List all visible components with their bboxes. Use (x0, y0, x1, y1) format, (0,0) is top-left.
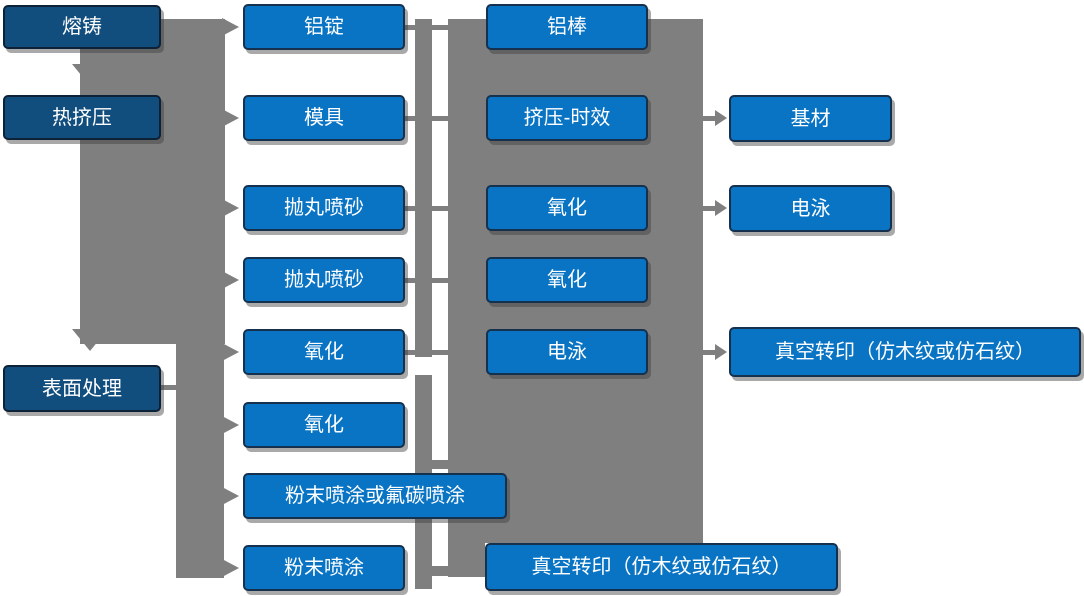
arrow-right-icon (715, 110, 727, 126)
connector-row3-stub (405, 206, 450, 211)
arrow-down-icon (72, 329, 108, 351)
connector-row4-stub (405, 278, 450, 283)
connector-surface-treatment-stub (161, 385, 177, 390)
connector-row2-stub (405, 116, 450, 121)
node-mold: 模具 (243, 95, 405, 141)
node-hot-extrusion: 热挤压 (3, 95, 161, 140)
connector-main-block-foot (448, 543, 485, 577)
node-vacuum-transfer-print-2: 真空转印（仿木纹或仿石纹） (729, 327, 1081, 377)
node-label: 真空转印（仿木纹或仿石纹） (531, 556, 792, 578)
arrow-right-icon (222, 559, 239, 577)
node-label: 电泳 (547, 341, 587, 363)
node-oxidation-4: 氧化 (486, 257, 648, 303)
node-label: 表面处理 (42, 377, 122, 400)
connector-lower-bar-stub (432, 460, 448, 469)
node-shot-blasting-1: 抛丸喷砂 (243, 185, 405, 231)
node-powder-or-fluorocarbon-coating: 粉末喷涂或氟碳喷涂 (243, 473, 507, 519)
node-melting-casting: 熔铸 (3, 5, 161, 49)
node-label: 模具 (304, 107, 344, 129)
arrow-right-icon (222, 18, 239, 36)
node-oxidation-1: 氧化 (243, 329, 405, 375)
node-vacuum-transfer-print-1: 真空转印（仿木纹或仿石纹） (485, 543, 838, 591)
arrow-right-icon (222, 199, 239, 217)
arrow-right-icon (715, 344, 727, 360)
node-label: 氧化 (547, 197, 587, 219)
node-electrophoresis-1: 电泳 (486, 329, 648, 375)
arrow-line (703, 206, 716, 211)
node-label: 铝棒 (547, 16, 587, 38)
arrow-right-icon (715, 200, 727, 216)
node-powder-coating: 粉末喷涂 (243, 545, 405, 591)
connector-bottom-stub (432, 566, 448, 576)
arrow-right-icon (222, 109, 239, 127)
node-surface-treatment: 表面处理 (3, 365, 161, 412)
node-extrusion-aging: 挤压-时效 (486, 95, 648, 141)
node-label: 真空转印（仿木纹或仿石纹） (775, 341, 1035, 363)
node-aluminum-rod: 铝棒 (486, 4, 648, 50)
node-shot-blasting-2: 抛丸喷砂 (243, 257, 405, 303)
node-label: 基材 (790, 107, 831, 130)
node-label: 熔铸 (62, 16, 102, 38)
connector-row5-stub (405, 350, 450, 355)
node-label: 挤压-时效 (523, 107, 611, 129)
node-oxidation-2: 氧化 (243, 402, 405, 448)
node-label: 热挤压 (52, 106, 112, 129)
node-label: 粉末喷涂或氟碳喷涂 (285, 485, 465, 507)
node-oxidation-3: 氧化 (486, 185, 648, 231)
connector-mid-upper-bar (415, 19, 432, 357)
arrow-right-icon (222, 271, 239, 289)
node-label: 氧化 (547, 269, 587, 291)
node-label: 铝锭 (304, 16, 344, 38)
arrow-line (703, 350, 716, 355)
arrow-right-icon (222, 416, 239, 434)
arrow-line (703, 116, 716, 121)
node-label: 电泳 (790, 197, 831, 220)
node-base-material: 基材 (729, 95, 892, 142)
node-aluminum-ingot: 铝锭 (243, 4, 405, 50)
arrow-right-icon (222, 487, 239, 505)
connector-left-lower-band (176, 338, 224, 578)
node-label: 氧化 (304, 341, 344, 363)
node-label: 氧化 (304, 414, 344, 436)
connector-row1-stub (405, 25, 450, 30)
node-label: 抛丸喷砂 (284, 269, 364, 291)
node-electrophoresis-2: 电泳 (729, 185, 892, 232)
arrow-right-icon (222, 343, 239, 361)
node-label: 抛丸喷砂 (284, 197, 364, 219)
node-label: 粉末喷涂 (284, 557, 364, 579)
arrow-down-icon (72, 64, 108, 86)
